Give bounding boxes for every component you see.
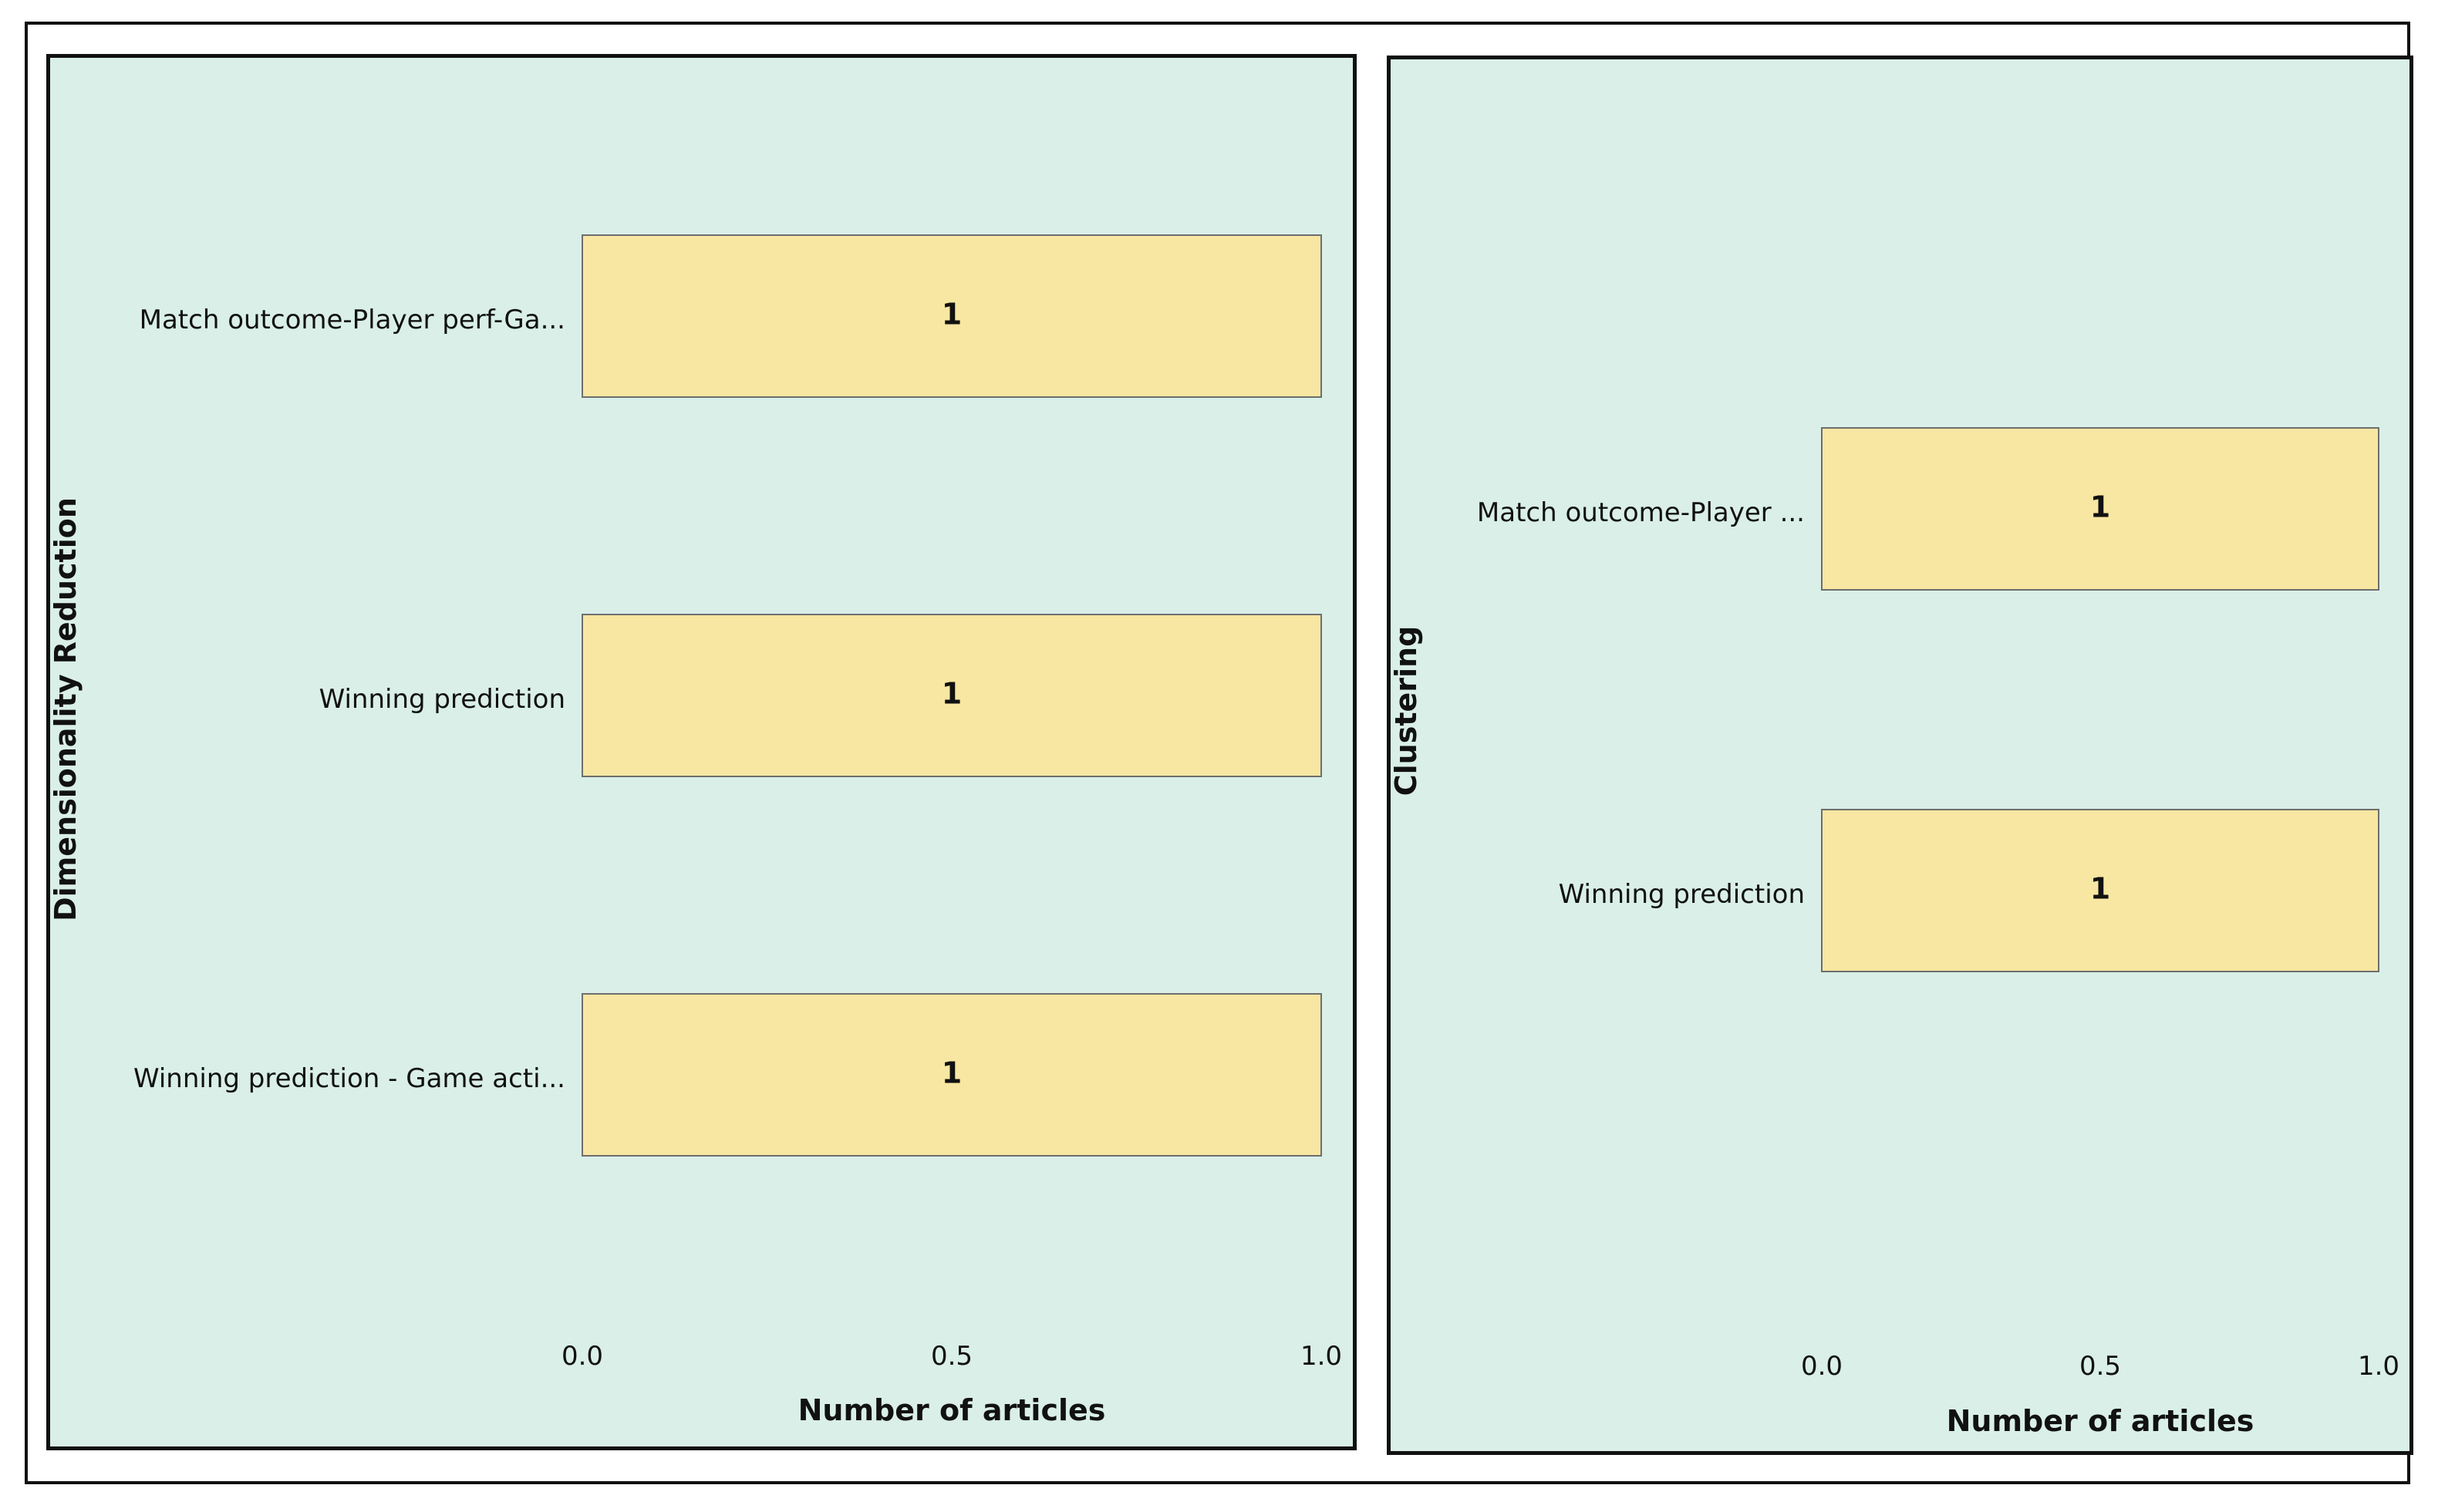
x-axis-title: Number of articles: [798, 1393, 1106, 1427]
panel-background: [1387, 56, 2413, 1455]
x-tick-label: 1.0: [1300, 1341, 1342, 1372]
x-tick-label: 1.0: [2358, 1351, 2399, 1382]
panel-title: Clustering: [1389, 626, 1423, 796]
category-label: Winning prediction: [319, 684, 565, 715]
bar-dimensionality-reduction-2: [582, 614, 1322, 777]
panel-title: Dimensionality Reduction: [49, 497, 83, 921]
bar-clustering-2: [1821, 809, 2379, 972]
data-label: 1: [2090, 872, 2110, 906]
data-label: 1: [942, 298, 962, 332]
x-tick-label: 0.0: [1801, 1351, 1843, 1382]
category-label: Winning prediction: [1559, 879, 1805, 910]
bar-clustering-1: [1821, 427, 2379, 591]
category-label: Match outcome-Player perf-Ga...: [140, 305, 565, 335]
data-label: 1: [942, 1056, 962, 1090]
x-tick-label: 0.5: [931, 1341, 973, 1372]
data-label: 1: [942, 677, 962, 711]
bar-dimensionality-reduction-3: [582, 993, 1322, 1157]
category-label: Match outcome-Player ...: [1477, 497, 1805, 528]
x-tick-label: 0.0: [561, 1341, 603, 1372]
x-axis-title: Number of articles: [1947, 1404, 2254, 1438]
x-tick-label: 0.5: [2079, 1351, 2121, 1382]
data-label: 1: [2090, 490, 2110, 524]
category-label: Winning prediction - Game acti...: [133, 1063, 565, 1094]
bar-dimensionality-reduction-1: [582, 234, 1322, 398]
